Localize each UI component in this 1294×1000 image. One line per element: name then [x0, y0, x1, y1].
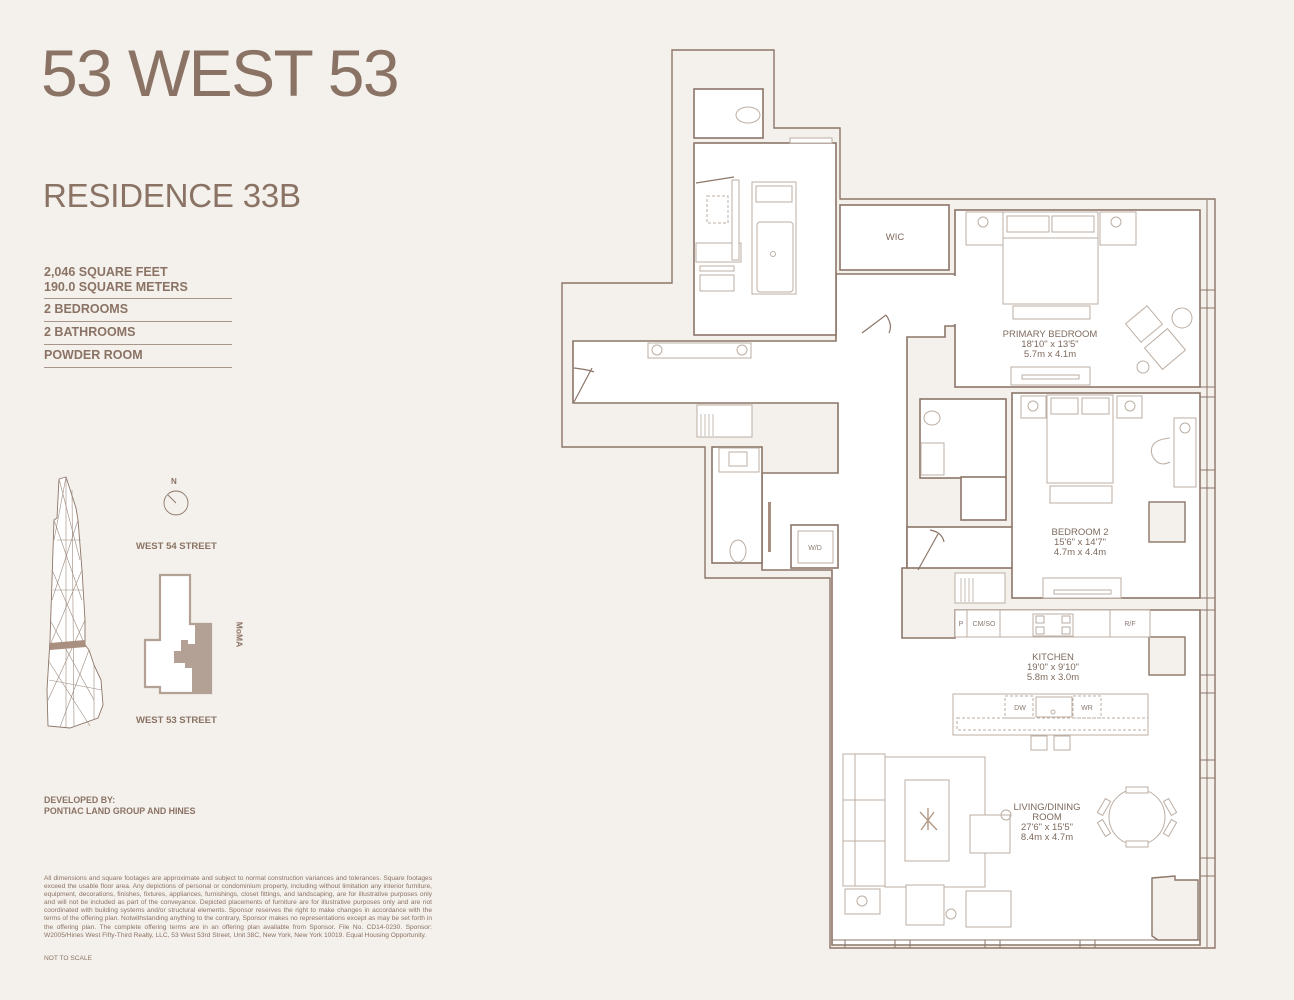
svg-text:LIVING/DINING: LIVING/DINING — [1013, 802, 1080, 813]
legal-disclaimer: All dimensions and square footages are a… — [44, 875, 432, 939]
spec-bathrooms: 2 BATHROOMS — [44, 325, 136, 339]
laundry-closet — [790, 524, 839, 569]
svg-text:15'6" x 14'7": 15'6" x 14'7" — [1054, 537, 1106, 548]
svg-text:19'0" x 9'10": 19'0" x 9'10" — [1027, 662, 1079, 673]
residence-title: RESIDENCE 33B — [43, 177, 301, 214]
divider — [44, 321, 232, 322]
windows — [832, 200, 1215, 948]
north-label: N — [171, 477, 177, 486]
svg-text:KITCHEN: KITCHEN — [1032, 652, 1074, 663]
svg-text:WR: WR — [1081, 705, 1093, 712]
north-compass-icon — [163, 490, 189, 516]
svg-text:PRIMARY BEDROOM: PRIMARY BEDROOM — [1003, 329, 1098, 340]
svg-text:R/F: R/F — [1124, 621, 1135, 628]
svg-text:5.7m x 4.1m: 5.7m x 4.1m — [1024, 349, 1076, 360]
not-to-scale-note: NOT TO SCALE — [44, 955, 93, 962]
spec-square-meters: 190.0 SQUARE METERS — [44, 280, 188, 294]
floor-plan: WIC W/D — [561, 49, 1216, 949]
svg-text:27'6" x 15'5": 27'6" x 15'5" — [1021, 822, 1073, 833]
site-plan-map — [143, 573, 213, 695]
svg-text:BEDROOM 2: BEDROOM 2 — [1051, 527, 1108, 538]
spec-square-feet: 2,046 SQUARE FEET — [44, 265, 168, 279]
svg-text:ROOM: ROOM — [1032, 812, 1062, 823]
developer-label: DEVELOPED BY: — [44, 795, 116, 805]
divider — [44, 344, 232, 345]
svg-text:WIC: WIC — [886, 232, 905, 243]
svg-text:8.4m x 4.7m: 8.4m x 4.7m — [1021, 832, 1073, 843]
developer-name: PONTIAC LAND GROUP AND HINES — [44, 806, 196, 816]
svg-text:W/D: W/D — [808, 545, 822, 552]
street-south-label: WEST 53 STREET — [136, 715, 217, 726]
svg-text:DW: DW — [1014, 705, 1026, 712]
divider — [44, 298, 232, 299]
street-north-label: WEST 54 STREET — [136, 541, 217, 552]
svg-text:P: P — [959, 621, 964, 628]
spec-powder-room: POWDER ROOM — [44, 348, 143, 362]
divider — [44, 367, 232, 368]
walk-in-closet — [839, 204, 950, 271]
svg-text:CM/SO: CM/SO — [973, 621, 997, 628]
svg-text:18'10" x 13'5": 18'10" x 13'5" — [1021, 339, 1078, 350]
tower-illustration — [46, 476, 104, 729]
svg-text:5.8m x 3.0m: 5.8m x 3.0m — [1027, 672, 1079, 683]
spec-bedrooms: 2 BEDROOMS — [44, 302, 129, 316]
building-title: 53 WEST 53 — [41, 36, 400, 110]
svg-text:4.7m x 4.4m: 4.7m x 4.4m — [1054, 547, 1106, 558]
